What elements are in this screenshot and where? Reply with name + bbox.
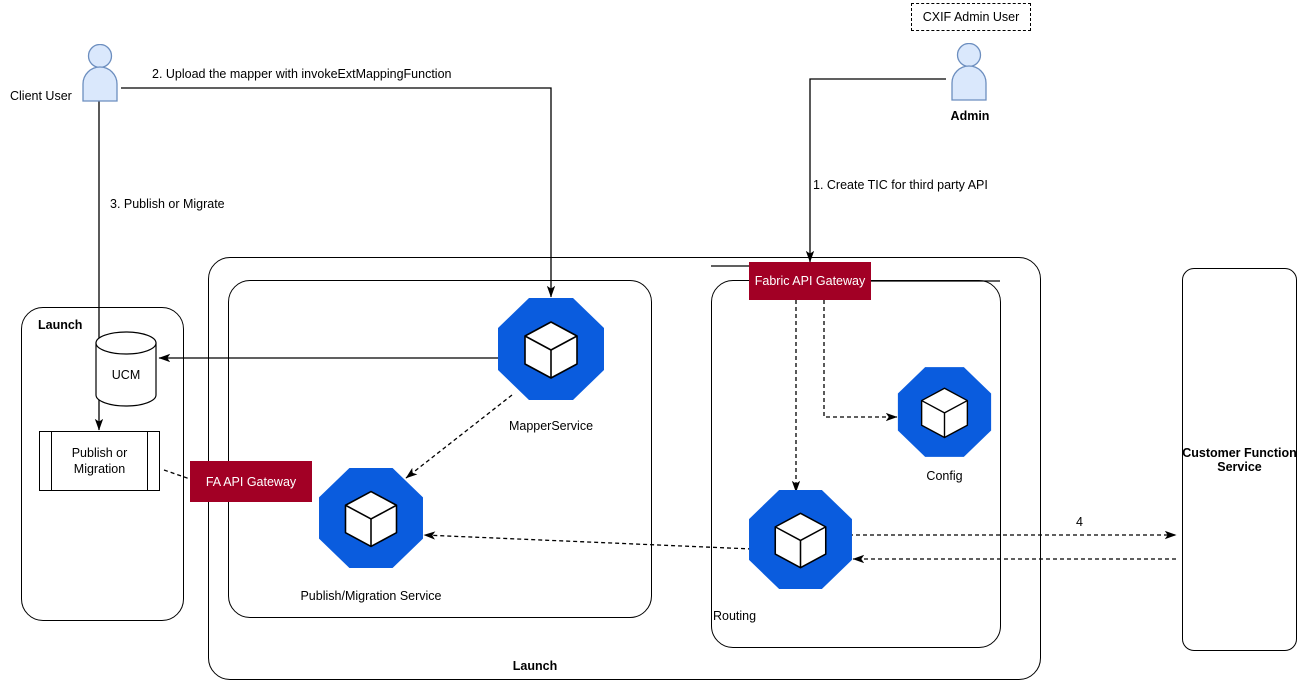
pom-line1: Publish or bbox=[71, 445, 128, 460]
admin-actor[interactable] bbox=[948, 43, 992, 101]
fabric-api-gateway-node[interactable]: Fabric API Gateway bbox=[749, 262, 871, 300]
cube-icon bbox=[524, 321, 578, 379]
cfs-label-line1: Customer Function bbox=[1182, 446, 1297, 460]
customer-function-service-label: Customer Function Service bbox=[1182, 446, 1297, 475]
cfs-label-line2: Service bbox=[1217, 460, 1262, 475]
edge-mapper-to-publish-service bbox=[405, 394, 513, 479]
cylinder-body bbox=[95, 342, 157, 407]
cube-icon bbox=[344, 490, 398, 548]
container-routing-group bbox=[711, 280, 1001, 648]
edge-create-tic bbox=[805, 78, 946, 263]
container-launch-left bbox=[21, 307, 184, 621]
edge-publish-to-fa-gateway bbox=[163, 469, 191, 480]
cxif-admin-user-annotation: CXIF Admin User bbox=[911, 3, 1031, 31]
edge-label-step3: 3. Publish or Migrate bbox=[110, 197, 225, 211]
config-node[interactable] bbox=[897, 366, 992, 458]
publish-or-migration-node[interactable]: Publish or Migration bbox=[39, 431, 160, 491]
edge-label-step4: 4 bbox=[1076, 515, 1083, 529]
pom-line2: Migration bbox=[73, 462, 126, 476]
client-user-label: Client User bbox=[10, 89, 72, 103]
container-services-group bbox=[228, 280, 652, 618]
admin-label: Admin bbox=[950, 109, 990, 123]
person-icon-body bbox=[951, 65, 987, 101]
edge-fabric-to-config bbox=[823, 300, 898, 422]
publish-migration-service-node[interactable] bbox=[318, 467, 424, 569]
person-icon-head bbox=[956, 43, 982, 68]
fa-api-gateway-node[interactable]: FA API Gateway bbox=[190, 461, 312, 502]
edge-upload-mapper bbox=[121, 87, 556, 298]
routing-node[interactable] bbox=[748, 489, 853, 590]
edge-label-step1: 1. Create TIC for third party API bbox=[813, 178, 988, 192]
container-routing-group-label: Routing bbox=[713, 609, 757, 623]
cube-icon bbox=[774, 512, 827, 569]
edge-routing-to-publish-service bbox=[423, 531, 753, 550]
mapper-service-label: MapperService bbox=[508, 419, 594, 433]
container-launch-left-label: Launch bbox=[38, 318, 83, 332]
client-user-actor[interactable] bbox=[80, 44, 122, 102]
config-label: Config bbox=[926, 469, 963, 483]
cube-icon bbox=[920, 387, 969, 439]
container-customer-function-service bbox=[1182, 268, 1297, 651]
publish-migration-service-label: Publish/Migration Service bbox=[300, 589, 442, 603]
publish-or-migration-label: Publish or Migration bbox=[40, 445, 159, 478]
ucm-datastore[interactable] bbox=[95, 331, 157, 407]
edge-label-step2: 2. Upload the mapper with invokeExtMappi… bbox=[152, 67, 452, 81]
ucm-label: UCM bbox=[111, 368, 141, 382]
person-icon-head bbox=[87, 44, 113, 69]
mapper-service-node[interactable] bbox=[497, 297, 605, 401]
person-icon-body bbox=[82, 66, 118, 102]
container-launch-outer-label: Launch bbox=[512, 659, 558, 673]
cylinder-top bbox=[95, 331, 157, 355]
